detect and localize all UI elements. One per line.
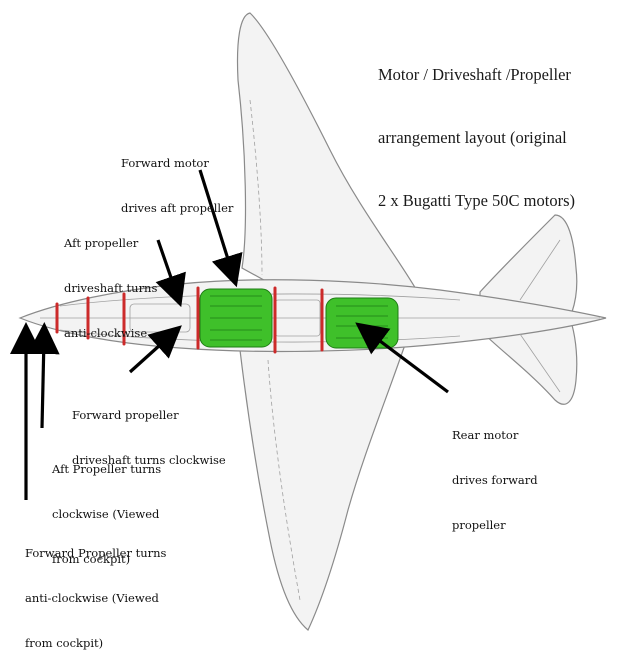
title-line: 2 x Bugatti Type 50C motors) (378, 191, 575, 210)
arrow-rear-motor (355, 322, 449, 394)
title-line: Motor / Driveshaft /Propeller (378, 65, 571, 84)
upper-wing (236, 12, 422, 301)
pointer-arrows (10, 169, 449, 500)
title-line: arrangement layout (original (378, 128, 567, 147)
arrow-aft-propeller (27, 322, 60, 429)
diagram-title: Motor / Driveshaft /Propeller arrangemen… (378, 22, 575, 232)
tail-fin-lower (479, 324, 578, 405)
tail-fin-upper (479, 214, 578, 313)
rear-motor (325, 297, 399, 349)
label-aft-driveshaft: Aft propeller driveshaft turns anti-cloc… (64, 236, 158, 340)
arrow-forward-motor (198, 169, 243, 288)
label-forward-motor: Forward motor drives aft propeller (121, 156, 234, 215)
arrow-forward-driveshaft (128, 325, 182, 374)
arrow-aft-driveshaft (155, 239, 186, 308)
label-aft-propeller: Aft Propeller turns clockwise (Viewed fr… (52, 462, 162, 566)
label-forward-propeller: Forward Propeller turns anti-clockwise (… (25, 546, 167, 650)
label-rear-motor: Rear motor drives forward propeller (452, 428, 538, 532)
lower-wing (239, 329, 411, 631)
aircraft-diagram (10, 12, 607, 631)
label-forward-driveshaft: Forward propeller driveshaft turns clock… (72, 408, 226, 467)
